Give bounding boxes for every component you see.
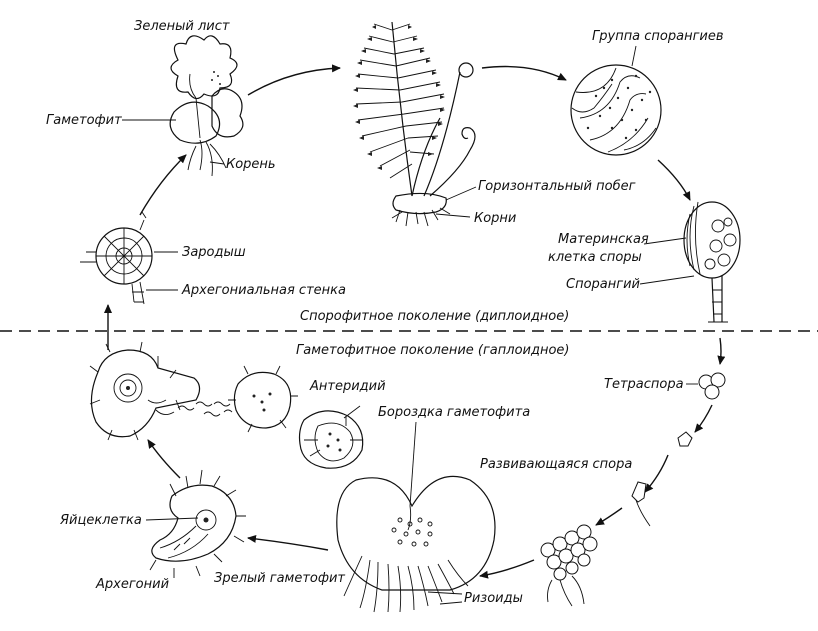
label-tetraspore: Тетраспора — [604, 377, 684, 392]
cycle-arrows — [104, 64, 726, 579]
label-mature-gametophyte: Зрелый гаметофит — [214, 571, 345, 586]
label-developing-spore: Развивающаяся спора — [480, 457, 632, 472]
label-egg-cell: Яйцеклетка — [59, 513, 142, 528]
label-embryo: Зародыш — [182, 245, 246, 260]
label-rhizoids: Ризоиды — [464, 591, 523, 606]
fern-sporophyte-illustration — [353, 21, 477, 227]
label-sporangium: Спорангий — [566, 277, 640, 292]
antheridia-sperm-release-illustration — [89, 341, 298, 441]
label-gametophyte: Гаметофит — [46, 113, 122, 128]
label-spore-mother-cell-line1: Материнская — [558, 232, 649, 247]
archegonium-illustration — [145, 469, 246, 578]
tetraspore-illustration — [698, 372, 726, 400]
sporangia-group-illustration — [570, 45, 662, 156]
label-horizontal-shoot: Горизонтальный побег — [478, 179, 636, 194]
sporangium-illustration — [639, 201, 741, 323]
label-green-leaf: Зеленый лист — [134, 19, 230, 34]
label-spore-mother-cell-line2: клетка споры — [548, 250, 642, 265]
label-antheridium: Антеридий — [309, 379, 386, 394]
label-sporangia-group: Группа спорангиев — [592, 29, 724, 44]
label-roots: Корни — [474, 211, 516, 226]
embryo-illustration — [80, 211, 178, 305]
diagram-labels: Зеленый лист Гаметофит Корень Зародыш Ар… — [46, 19, 724, 606]
label-archegonial-wall: Архегониальная стенка — [181, 283, 346, 298]
label-archegonium: Архегоний — [95, 577, 169, 592]
young-gametophyte-illustration — [540, 524, 598, 607]
label-gametophyte-groove: Бороздка гаметофита — [378, 405, 530, 420]
young-sporophyte-on-gametophyte-illustration — [169, 35, 244, 177]
label-sporophyte-generation: Спорофитное поколение (диплоидное) — [300, 309, 569, 324]
developing-spore-illustration — [631, 431, 693, 527]
mature-gametophyte-illustration — [336, 421, 496, 613]
antheridium-illustration — [298, 405, 364, 469]
label-root: Корень — [226, 157, 276, 172]
label-gametophyte-generation: Гаметофитное поколение (гаплоидное) — [296, 343, 570, 358]
